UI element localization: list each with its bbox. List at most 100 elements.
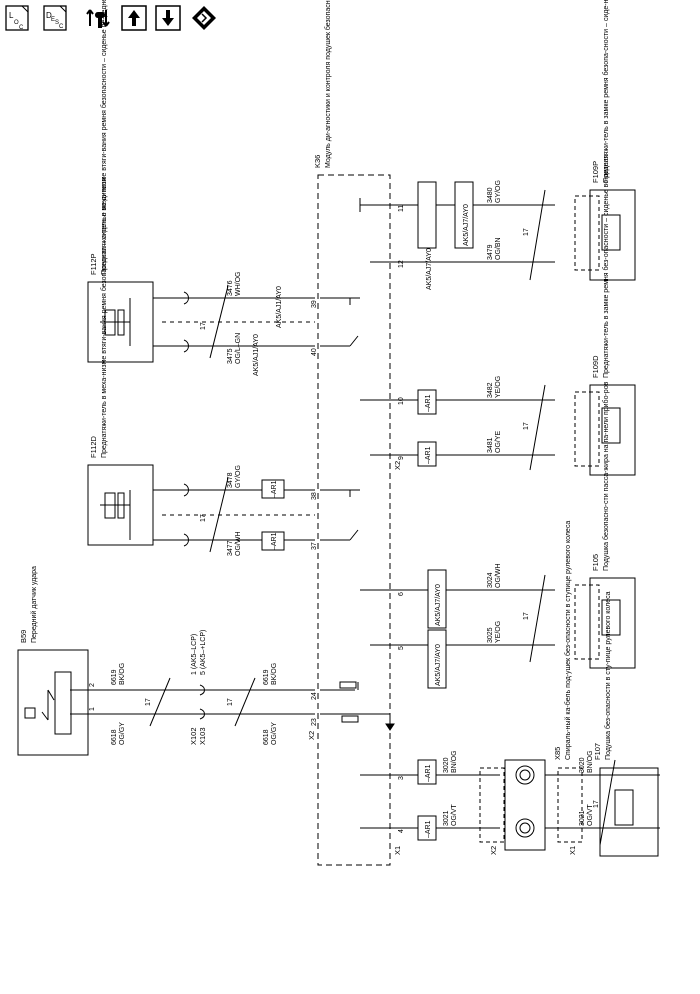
x102-label: X102: [189, 727, 198, 745]
wire-3475-circuit: 3475: [227, 348, 234, 364]
wire-3025-circuit: 3025: [487, 627, 494, 643]
desc-button[interactable]: D E S C: [42, 4, 70, 32]
pin-3: 3: [398, 776, 405, 780]
wire-3021-color: OG/VT: [451, 803, 458, 826]
wire-3475-color: OG/L–GN: [235, 333, 242, 364]
f107-id: F107: [593, 743, 602, 760]
wire-3476-color: WH/OG: [235, 272, 242, 297]
wire-3480-circuit: 3480: [487, 187, 494, 203]
tag-ar1-x85-1: –AR1: [425, 764, 432, 782]
wire-3021-circuit: 3021: [443, 810, 450, 826]
pin-6: 6: [398, 592, 405, 596]
x1-label-k36: X1: [393, 846, 402, 855]
f107-box: [599, 767, 659, 857]
pin-38: 38: [311, 492, 318, 500]
f105-name: Подушка безопасно-сти пасса-жира на па-н…: [602, 381, 610, 571]
x85-box: [504, 759, 546, 851]
wire-3478-color: GY/OG: [235, 465, 242, 488]
x103-label: X103: [198, 727, 207, 745]
up-button[interactable]: [120, 4, 148, 32]
svg-text:O: O: [14, 20, 19, 26]
gauge-f105: 17: [523, 612, 530, 620]
wire-3480-color: GY/OG: [495, 180, 502, 203]
pin-b59-1: 1: [89, 707, 96, 711]
gauge-f112d: 17: [200, 514, 207, 522]
down-button[interactable]: [154, 4, 182, 32]
wire-6618-circuit-2: 6618: [263, 729, 270, 745]
pin-5: 5: [398, 646, 405, 650]
wire-3024-color: OG/WH: [495, 564, 502, 589]
f109p-name: Преднатяжи-тель в замке ремня безопа-сно…: [602, 0, 610, 183]
wire-3024-circuit: 3024: [487, 572, 494, 588]
f109d-box: [589, 384, 636, 476]
svg-text:C: C: [19, 25, 24, 31]
gauge-f107: 17: [593, 800, 600, 808]
svg-text:E: E: [51, 17, 55, 23]
x2-label-k36: X2: [307, 731, 316, 740]
tag-ak5-f112p-2: AK5/AJ1/AY0: [253, 334, 260, 376]
f109d-name: Преднатяжи-тель в замке ремня без-опасно…: [602, 155, 610, 378]
f107-name: Подушка без-опасности в сту-пице рулевог…: [604, 591, 612, 760]
f112p-id: F112P: [89, 253, 98, 275]
wire-6618-color-2: OG/GY: [271, 722, 278, 745]
arrow-down-icon: [155, 5, 181, 31]
gauge-b59-2: 17: [227, 698, 234, 706]
connector-wrench-icon: [86, 9, 110, 28]
pin-4: 4: [398, 829, 405, 833]
tag-ak5-f109p-2: AK5/AJ7/AY0: [426, 248, 433, 290]
wire-6619-color-2: BK/OG: [271, 663, 278, 685]
pin-40: 40: [311, 348, 318, 356]
x1-label-x85: X1: [568, 846, 577, 855]
wire-3020-color: BN/OG: [451, 750, 458, 773]
tag-ar1-x85-2: –AR1: [425, 820, 432, 838]
b59-sensor-box: [17, 649, 89, 756]
k36-name: Модуль ди-агностики и контроля подушек б…: [324, 0, 332, 168]
svg-text:D: D: [46, 11, 52, 20]
connector-button[interactable]: [84, 4, 112, 32]
wire-3479-circuit: 3479: [487, 244, 494, 260]
f109p-box: [589, 189, 636, 281]
wire-3481-color: OG/YE: [495, 430, 502, 453]
x102-note2: 5 (AK5–+LCP): [200, 630, 207, 675]
x102-note1: 1 (AK5–LCP): [191, 634, 198, 675]
f112p-box: [87, 281, 154, 363]
gauge-f109d: 17: [523, 422, 530, 430]
f105-box: [589, 577, 636, 669]
b59-name: Передний датчик удара: [30, 566, 38, 643]
gauge-f109p: 17: [523, 228, 530, 236]
tag-ar1-f112d-2: –AR1: [271, 532, 278, 550]
gauge-f112p: 17: [200, 322, 207, 330]
pin-23: 23: [311, 718, 318, 726]
wire-3021-circuit-2: 3021: [579, 810, 586, 826]
f112d-box: [87, 464, 154, 546]
loc-icon: L O C: [5, 5, 29, 31]
tag-ak5-f105-2: AK5/AJ7/AY0: [435, 644, 442, 686]
k36-id: K36: [313, 155, 322, 168]
f105-id: F105: [591, 554, 600, 571]
pin-11: 11: [398, 205, 405, 212]
pin-b59-2: 2: [89, 683, 96, 687]
desc-icon: D E S C: [43, 5, 67, 31]
tag-ak5-f109p-1: AK5/AJ7/AY0: [463, 204, 470, 246]
wire-3481-circuit: 3481: [487, 437, 494, 453]
b59-id: B59: [19, 630, 28, 643]
gauge-b59: 17: [145, 698, 152, 706]
wire-3020-circuit: 3020: [443, 757, 450, 773]
pin-37: 37: [311, 542, 318, 550]
wire-6618-color: OG/GY: [119, 722, 126, 745]
esd-button[interactable]: [190, 4, 218, 32]
pin-10: 10: [398, 397, 405, 405]
toolbar: L O C D E S C: [4, 4, 264, 34]
pin-9: 9: [398, 456, 405, 460]
arrow-up-icon: [121, 5, 147, 31]
svg-text:C: C: [59, 24, 64, 30]
loc-button[interactable]: L O C: [4, 4, 32, 32]
svg-text:S: S: [55, 20, 59, 26]
pin-39: 39: [311, 300, 318, 308]
pin-12: 12: [398, 260, 405, 268]
pin-24: 24: [311, 692, 318, 700]
f112d-id: F112D: [89, 435, 98, 458]
wire-3020-circuit-2: 3020: [579, 757, 586, 773]
k36-module-outline: [317, 174, 391, 866]
tag-ar1-f109d-1: –AR1: [425, 394, 432, 412]
